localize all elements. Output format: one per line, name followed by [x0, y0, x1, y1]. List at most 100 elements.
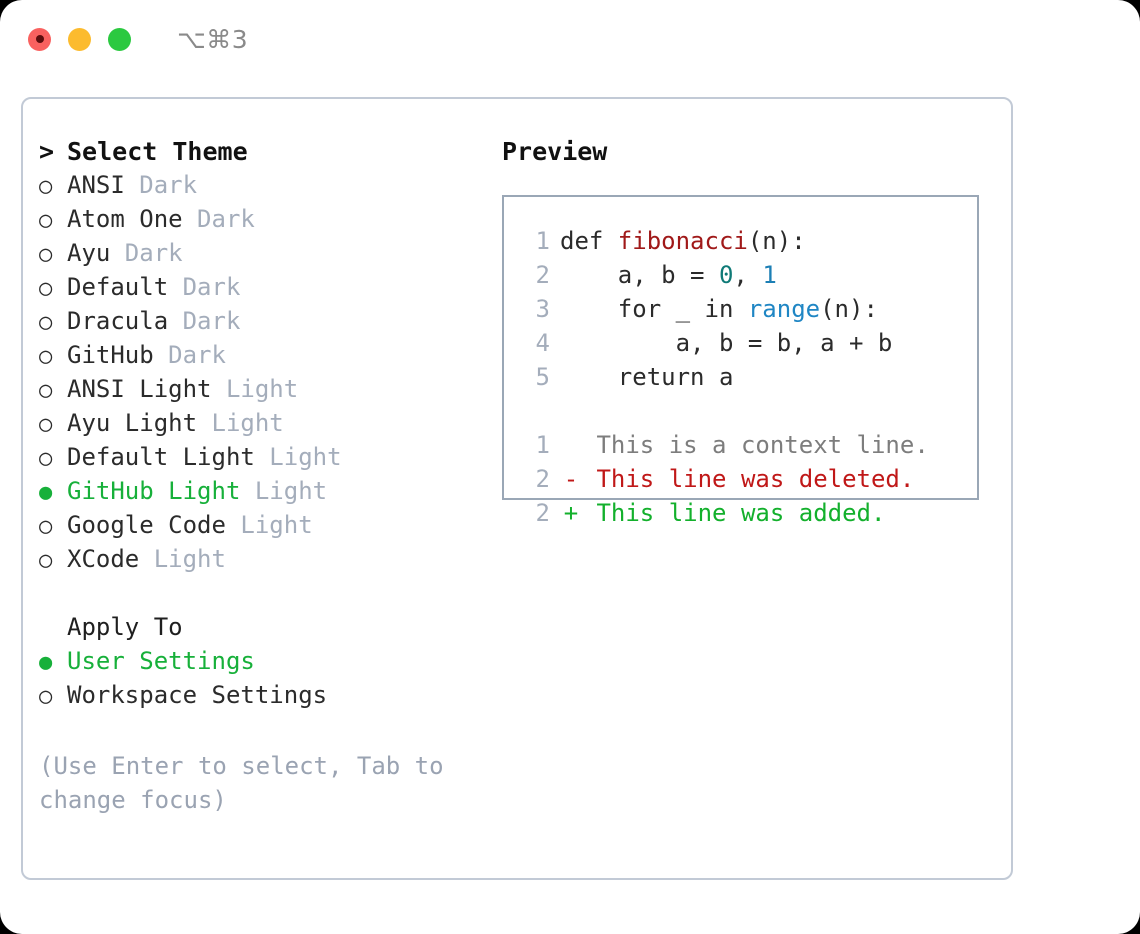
line-number: 1 [535, 227, 550, 255]
radio-selected-icon: ● [39, 480, 53, 505]
code-token: for _ in [560, 295, 748, 323]
code-diff-separator [522, 397, 977, 431]
code-token: (n): [820, 295, 878, 323]
code-token: a, b = [560, 261, 719, 289]
keyboard-shortcut-label: ⌥⌘3 [177, 24, 249, 54]
theme-name: Atom One [67, 205, 183, 233]
diff-line: 2- This line was deleted. [522, 465, 977, 499]
code-token: 1 [762, 261, 777, 289]
theme-list-item[interactable]: ● GitHub Light Light [39, 477, 489, 511]
window-controls [28, 27, 131, 51]
code-line: 3 for _ in range(n): [522, 295, 977, 329]
radio-unselected-icon: ○ [39, 208, 53, 233]
line-number: 2 [535, 465, 550, 493]
line-number: 5 [535, 363, 550, 391]
code-token: return a [560, 363, 734, 391]
apply-to-option[interactable]: ○ Workspace Settings [39, 681, 489, 715]
content-panel: >Select Theme ○ANSI Dark○Atom One Dark○A… [21, 97, 1013, 880]
theme-list-item[interactable]: ○ Ayu Light Light [39, 409, 489, 443]
radio-selected-icon: ● [39, 650, 53, 675]
theme-list-item[interactable]: ○ Default Dark [39, 273, 489, 307]
theme-name: Default Light [67, 443, 255, 471]
line-number: 1 [535, 431, 550, 459]
theme-picker: >Select Theme ○ANSI Dark○Atom One Dark○A… [39, 137, 489, 817]
line-number: 2 [535, 499, 550, 527]
theme-name: Dracula [67, 307, 169, 335]
theme-list-item[interactable]: ○Dracula Dark [39, 307, 489, 341]
diff-sign [560, 431, 582, 459]
radio-unselected-icon: ○ [39, 684, 53, 709]
theme-name: Ayu Light [67, 409, 198, 437]
apply-to-label: User Settings [67, 647, 255, 675]
theme-kind: Dark [110, 239, 183, 267]
radio-unselected-icon: ○ [39, 378, 53, 403]
code-token: , [733, 261, 763, 289]
theme-name: GitHub Light [67, 477, 241, 505]
radio-unselected-icon: ○ [39, 310, 53, 335]
list-spacer [39, 579, 489, 613]
theme-kind: Light [225, 511, 313, 539]
radio-unselected-icon: ○ [39, 242, 53, 267]
preview-title: Preview [502, 137, 608, 166]
radio-unselected-icon: ○ [39, 514, 53, 539]
diff-text: This line was deleted. [582, 465, 915, 493]
theme-kind: Light [254, 443, 342, 471]
theme-kind: Dark [124, 171, 198, 199]
maximize-button-icon[interactable] [108, 27, 131, 51]
theme-kind: Dark [182, 205, 255, 233]
diff-sample: 1 This is a context line.2- This line wa… [522, 431, 977, 533]
theme-name: Default [67, 273, 169, 301]
code-token: fibonacci [617, 227, 748, 255]
minimize-button-icon[interactable] [68, 27, 91, 51]
theme-name: XCode [67, 545, 140, 573]
code-token: a, b = b, a + b [560, 329, 893, 357]
diff-line: 1 This is a context line. [522, 431, 977, 465]
radio-unselected-icon: ○ [39, 276, 53, 301]
apply-to-list: ● User Settings ○ Workspace Settings [39, 647, 489, 715]
diff-sign: + [563, 499, 579, 527]
code-line: 2 a, b = 0, 1 [522, 261, 977, 295]
theme-name: Google Code [67, 511, 226, 539]
apply-to-label: Workspace Settings [67, 681, 328, 709]
theme-list-item[interactable]: ○GitHub Dark [39, 341, 489, 375]
radio-unselected-icon: ○ [39, 446, 53, 471]
diff-text: This line was added. [582, 499, 886, 527]
theme-list-item[interactable]: ○ANSI Light Light [39, 375, 489, 409]
theme-kind: Light [240, 477, 328, 505]
theme-list-item[interactable]: ○ Atom One Dark [39, 205, 489, 239]
theme-name: ANSI [67, 171, 125, 199]
theme-name: Ayu [67, 239, 111, 267]
theme-kind: Dark [153, 341, 226, 369]
prompt-caret-icon: > [39, 137, 55, 166]
close-inner-dot [35, 35, 44, 43]
code-token: range [747, 295, 821, 323]
diff-sign: - [563, 465, 579, 493]
close-button-icon[interactable] [28, 27, 51, 51]
theme-picker-header: > Select Theme [39, 137, 489, 171]
theme-kind: Dark [168, 273, 241, 301]
radio-unselected-icon: ○ [39, 412, 53, 437]
code-token: (n): [747, 227, 806, 255]
code-line: 5 return a [522, 363, 977, 397]
theme-list-item[interactable]: ○ ANSI Dark [39, 171, 489, 205]
theme-kind: Light [139, 545, 226, 573]
theme-list-item[interactable]: ○ Default Light Light [39, 443, 489, 477]
line-number: 2 [535, 261, 550, 289]
theme-list-item[interactable]: ○ Ayu Dark [39, 239, 489, 273]
apply-to-title: Apply To [67, 613, 183, 641]
radio-unselected-icon: ○ [39, 344, 53, 369]
theme-kind: Light [197, 409, 284, 437]
diff-line: 2 + This line was added. [522, 499, 977, 533]
title-bar: ⌥⌘3 [0, 0, 1140, 78]
radio-unselected-icon: ○ [39, 174, 53, 199]
page-title: Select Theme [67, 137, 248, 166]
theme-list-item[interactable]: ○ Google Code Light [39, 511, 489, 545]
apply-to-option[interactable]: ● User Settings [39, 647, 489, 681]
keyboard-hint: (Use Enter to select, Tab to change focu… [39, 752, 459, 814]
theme-list-item[interactable]: ○XCode Light [39, 545, 489, 579]
